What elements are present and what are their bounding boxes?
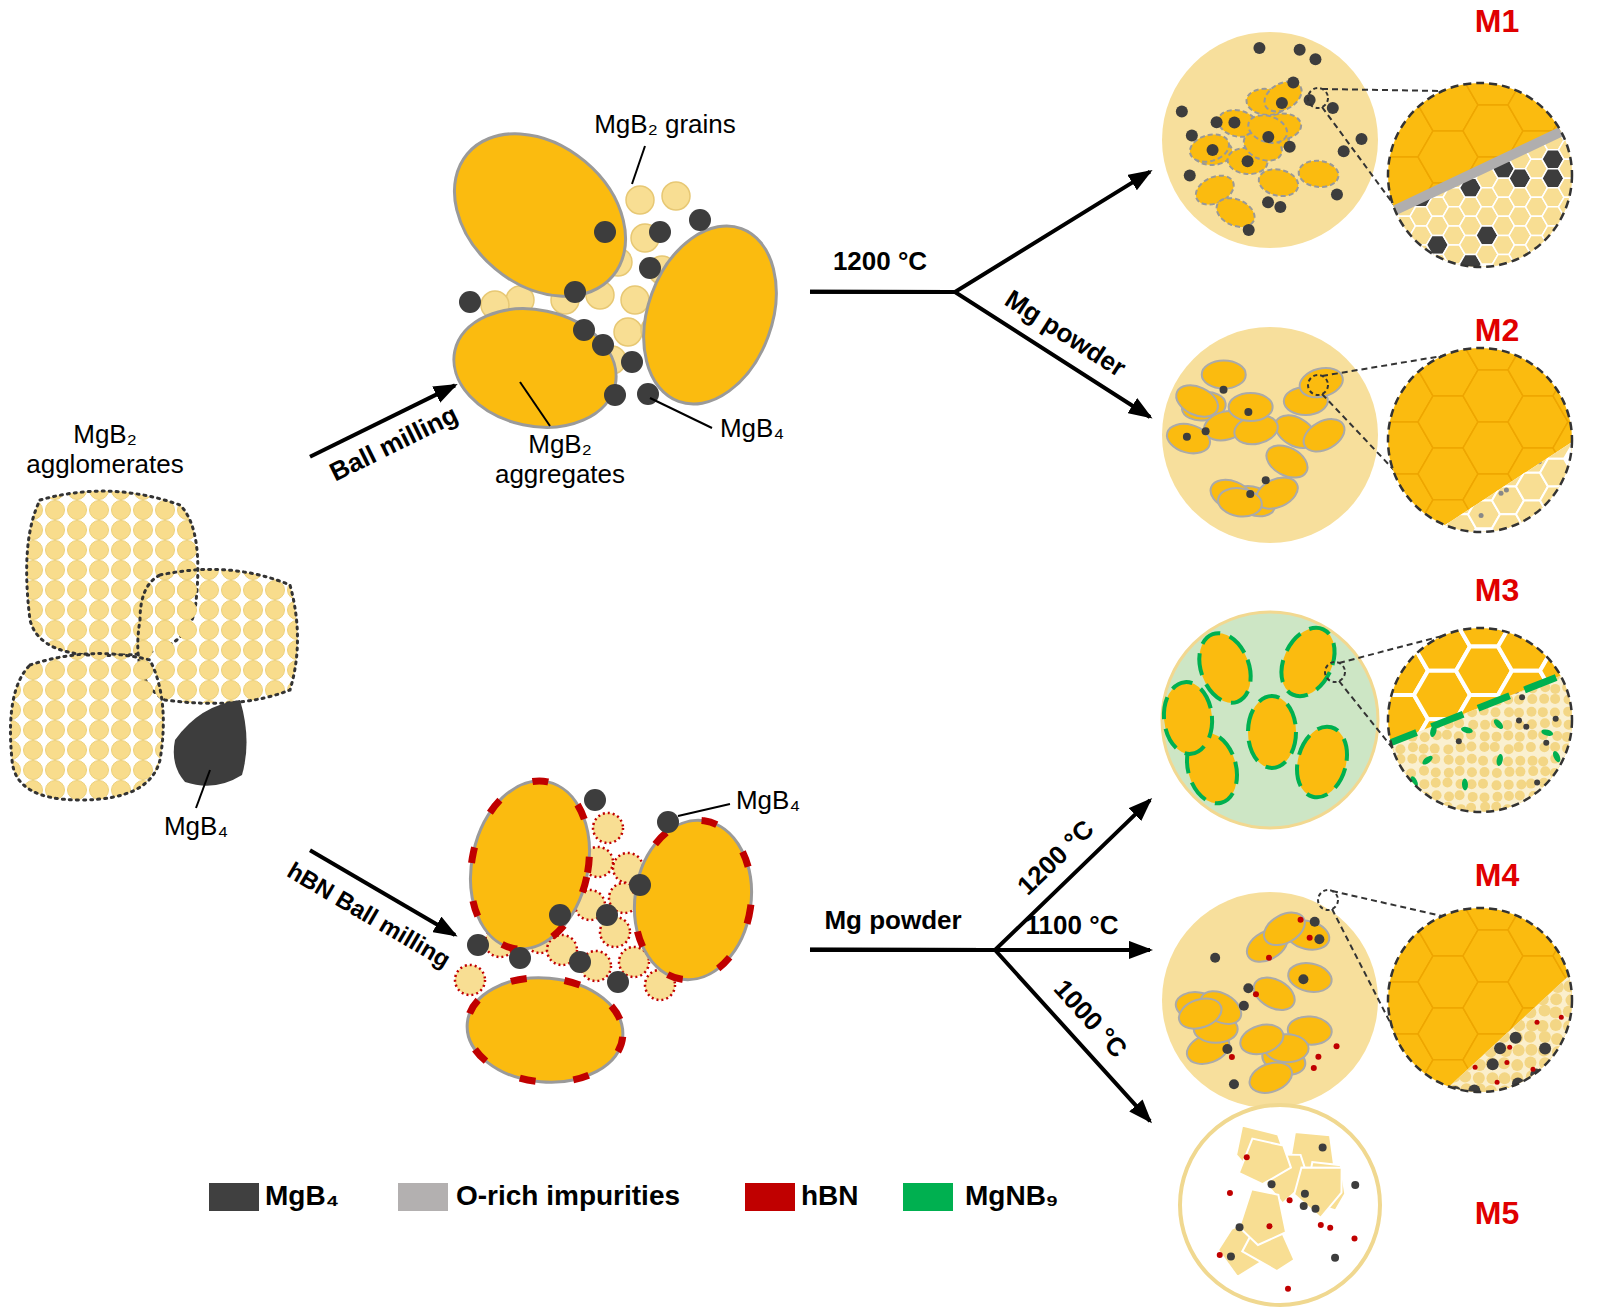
milled-cluster: MgB₂ grainsMgB₄ MgB₂ aggregates <box>455 110 810 515</box>
part-label: MgB₄ <box>736 786 800 816</box>
microstructure: M1 <box>1150 2 1590 280</box>
process-arrow <box>810 172 1150 292</box>
legend-text: O-rich impurities <box>456 1180 680 1212</box>
process-label: Ball milling <box>325 400 463 488</box>
sample-label: M3 <box>1475 572 1519 609</box>
process-label: 1000 °C <box>1048 974 1133 1064</box>
process-label: Mg powder <box>824 906 961 936</box>
microstructure-circles <box>1162 32 1380 1305</box>
sample-group: MgB₂ agglomeratesMgB₄ <box>0 415 310 855</box>
process-label: 1200 °C <box>833 247 927 277</box>
process-label: Mg powder <box>1000 285 1132 384</box>
part-label: MgB₄ <box>720 414 784 444</box>
aggregates-hbn <box>456 770 762 1089</box>
part-label: MgB₄ <box>164 812 228 842</box>
sample-label: M4 <box>1475 857 1519 894</box>
sample-label: M2 <box>1475 312 1519 349</box>
microstructure: M5 <box>1150 1095 1590 1312</box>
legend-text: MgNB₉ <box>965 1180 1058 1212</box>
process-label: 1200 °C <box>1012 814 1101 901</box>
legend-swatch <box>209 1183 259 1211</box>
part-label: MgB₂ aggregates <box>470 430 650 490</box>
agglomerates <box>10 491 297 808</box>
process-label: 1100 °C <box>1026 911 1119 941</box>
sample-label: M1 <box>1475 3 1519 40</box>
microstructure: M3 <box>1150 570 1590 830</box>
part-label: MgB₂ agglomerates <box>0 420 210 480</box>
legend-swatch <box>745 1183 795 1211</box>
legend-text: MgB₄ <box>265 1180 339 1212</box>
microstructure: M4 <box>1150 855 1590 1115</box>
legend-swatch <box>398 1183 448 1211</box>
process-label: hBN Ball milling <box>283 857 456 974</box>
part-label: MgB₂ grains <box>594 110 736 140</box>
milled-cluster: MgB₄ <box>455 770 810 1100</box>
sample-label: M5 <box>1475 1195 1519 1232</box>
aggregates <box>422 100 799 441</box>
process-arrow <box>810 800 1150 950</box>
legend-text: hBN <box>801 1180 859 1212</box>
process-arrow <box>810 950 1150 1121</box>
microstructure: M2 <box>1150 300 1590 550</box>
legend-swatch <box>903 1183 953 1211</box>
